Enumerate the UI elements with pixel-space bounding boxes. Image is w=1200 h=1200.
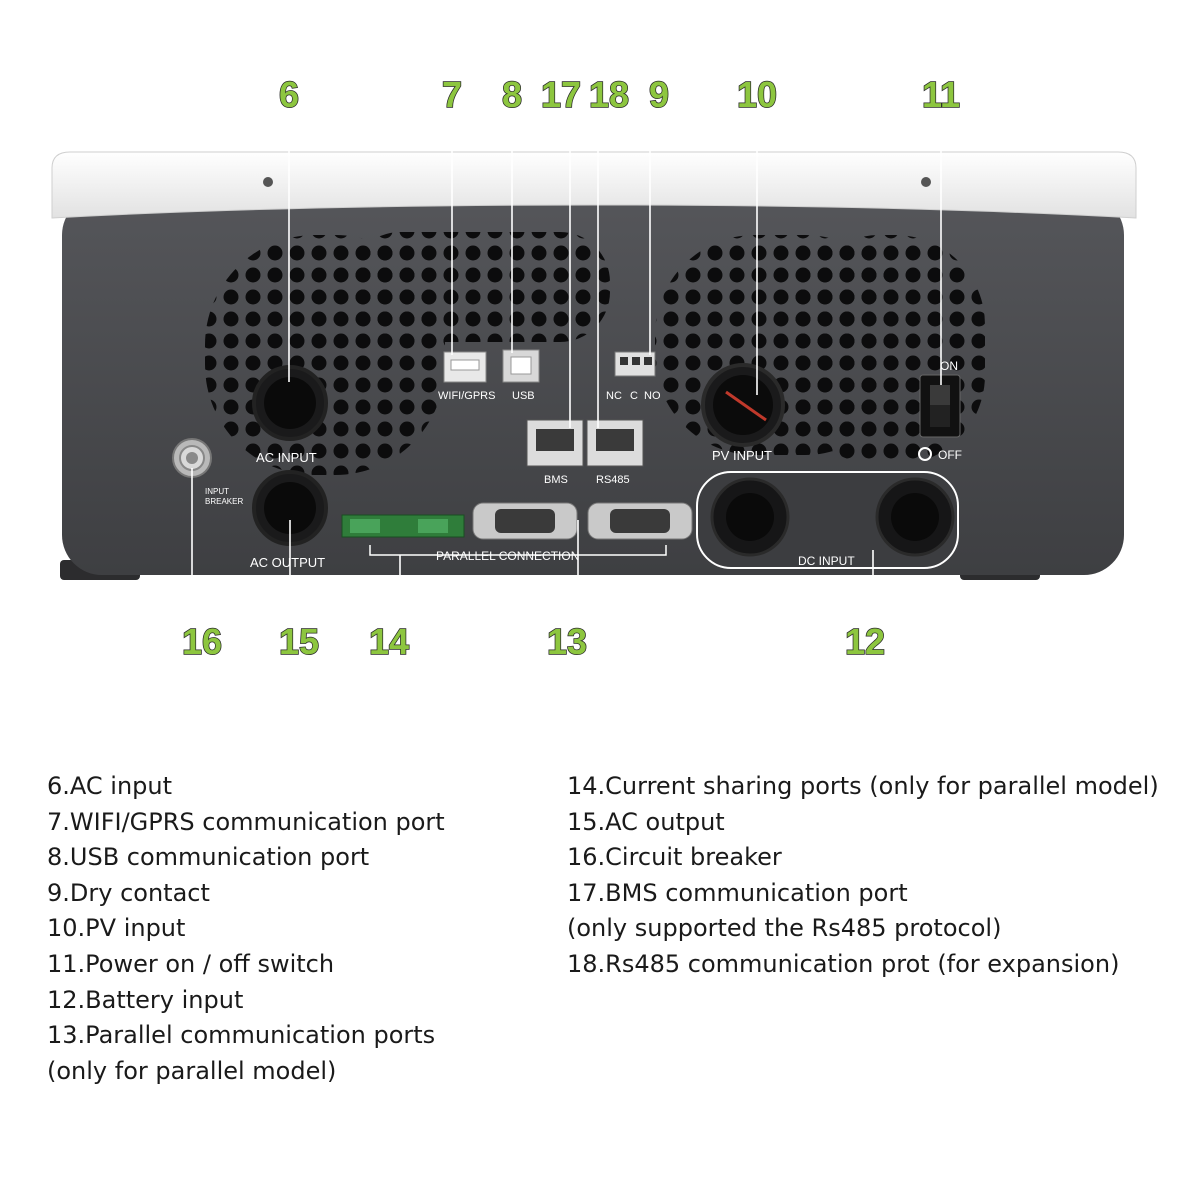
ac-input-port [252, 365, 328, 441]
legend-item: 18.Rs485 communication prot (for expansi… [567, 949, 1120, 978]
dry-contact-port [614, 351, 656, 377]
input-breaker [172, 438, 212, 478]
legend-left: 6.AC input 7.WIFI/GPRS communication por… [47, 769, 445, 1089]
usb-port [502, 349, 540, 383]
legend-item: 17.BMS communication port [567, 878, 908, 907]
callout-16: 16 [182, 621, 222, 662]
bms-label: BMS [544, 474, 568, 486]
callout-7: 7 [442, 74, 462, 115]
callout-9: 9 [649, 74, 669, 115]
rs485-label: RS485 [596, 474, 630, 486]
dc-input-ports [696, 471, 959, 569]
legend-item: 6.AC input [47, 772, 173, 800]
legend-item: 14.Current sharing ports (only for paral… [567, 772, 1159, 800]
legend-item: 12.Battery input [47, 985, 244, 1014]
parallel-connector-right [587, 502, 693, 540]
callout-numbers: 6 7 8 17 18 9 10 11 16 15 14 13 12 [181, 73, 961, 663]
pv-input-label: PV INPUT [712, 448, 772, 463]
legend-right: 14.Current sharing ports (only for paral… [567, 769, 1159, 983]
breaker-label: BREAKER [205, 497, 243, 506]
callout-11: 11 [922, 74, 960, 115]
legend-item: (only for parallel model) [47, 1056, 337, 1085]
legend-item: 13.Parallel communication ports [47, 1021, 436, 1050]
callout-10: 10 [737, 74, 777, 115]
wifi-gprs-port [443, 351, 487, 383]
ac-input-label: AC INPUT [256, 450, 317, 465]
parallel-connection-label: PARALLEL CONNECTION [436, 549, 579, 563]
legend-item: 9.Dry contact [47, 878, 210, 907]
current-sharing-terminals [341, 514, 465, 538]
callout-14: 14 [369, 621, 409, 662]
legend-item: 15.AC output [567, 807, 725, 836]
callout-12: 12 [845, 621, 885, 662]
bms-port [526, 419, 584, 467]
power-switch-on-label: ON [940, 359, 958, 373]
leader-lines [191, 112, 942, 620]
callout-15: 15 [279, 621, 319, 662]
power-switch-off-label: OFF [938, 448, 962, 462]
callout-8: 8 [502, 74, 522, 115]
legend-item: (only supported the Rs485 protocol) [567, 914, 1002, 943]
dry-contact-c-label: C [630, 390, 638, 402]
ac-output-port [252, 470, 328, 546]
breaker-input-label: INPUT [205, 487, 229, 496]
legend-item: 16.Circuit breaker [567, 843, 782, 872]
dry-contact-no-label: NO [644, 390, 661, 402]
power-icon [918, 447, 932, 461]
callout-13: 13 [547, 621, 587, 662]
wifi-gprs-label: WIFI/GPRS [438, 390, 495, 402]
power-switch [919, 374, 961, 438]
legend-item: 11.Power on / off switch [47, 949, 335, 978]
rs485-port [586, 419, 644, 467]
dry-contact-nc-label: NC [606, 390, 622, 402]
legend-item: 10.PV input [47, 914, 186, 943]
inverter-rear-panel-diagram: AC INPUT AC OUTPUT INPUT BREAKER WIFI/GP… [51, 73, 1137, 663]
callout-6: 6 [279, 74, 299, 115]
dc-input-label: DC INPUT [798, 554, 855, 568]
callout-17: 17 [541, 74, 581, 115]
parallel-connector-left [472, 502, 578, 540]
usb-label: USB [512, 390, 535, 402]
legend-item: 8.USB communication port [47, 843, 370, 872]
legend-item: 7.WIFI/GPRS communication port [47, 807, 445, 836]
pv-input-port [701, 363, 785, 447]
ac-output-label: AC OUTPUT [250, 555, 325, 570]
callout-18: 18 [589, 74, 629, 115]
parallel-connection-bracket [369, 545, 667, 556]
